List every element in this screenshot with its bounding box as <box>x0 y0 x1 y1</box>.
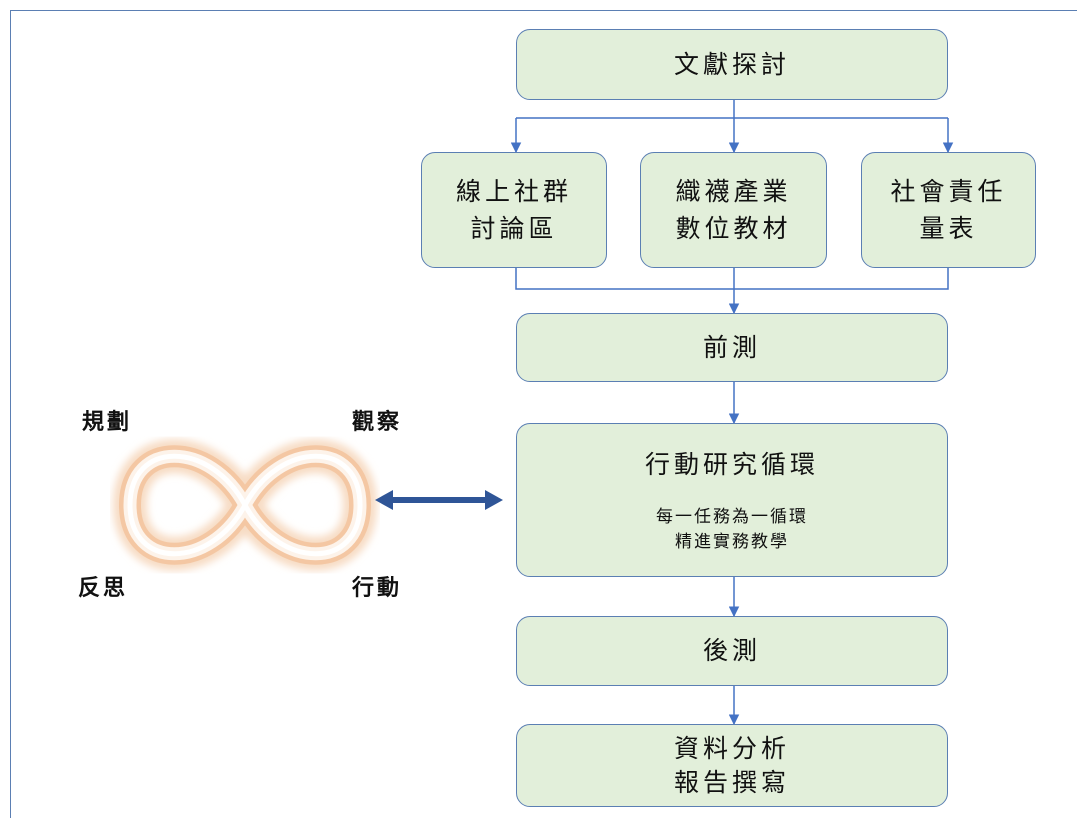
cycle-label-reflect: 反思 <box>78 576 129 601</box>
action-research-cycle-box: 行動研究循環 每一任務為一循環 精進實務教學 <box>516 423 948 577</box>
cycle-note-line-1: 每一任務為一循環 <box>656 507 808 528</box>
double-arrow-icon <box>375 490 503 510</box>
diagram-frame <box>10 10 1077 818</box>
analysis-line-1: 資料分析 <box>673 733 790 763</box>
analysis-line-2: 報告撰寫 <box>673 767 790 797</box>
branch-1-line-2: 討論區 <box>470 214 558 243</box>
branch-box-3: 社會責任 量表 <box>861 152 1036 268</box>
cycle-label-observe: 觀察 <box>352 410 403 435</box>
branch-3-line-2: 量表 <box>919 214 978 243</box>
lit-review-box: 文獻探討 <box>516 29 948 100</box>
cycle-label-plan: 規劃 <box>82 410 133 435</box>
cycle-title: 行動研究循環 <box>644 449 819 479</box>
pretest-box: 前測 <box>516 313 948 382</box>
infinity-loop-icon <box>112 439 378 571</box>
analysis-box: 資料分析 報告撰寫 <box>516 724 948 807</box>
posttest-box: 後測 <box>516 616 948 686</box>
branch-2-line-2: 數位教材 <box>675 214 792 243</box>
branch-2-line-1: 織襪產業 <box>675 176 792 206</box>
branch-1-line-1: 線上社群 <box>455 176 572 206</box>
branch-3-line-1: 社會責任 <box>890 176 1007 206</box>
branch-box-2: 織襪產業 數位教材 <box>640 152 827 268</box>
posttest-label: 後測 <box>702 636 761 666</box>
cycle-label-act: 行動 <box>352 576 403 601</box>
branch-merge-line <box>515 268 949 290</box>
pretest-label: 前測 <box>702 332 761 362</box>
branch-box-1: 線上社群 討論區 <box>421 152 607 268</box>
cycle-note-line-2: 精進實務教學 <box>675 531 789 552</box>
lit-review-label: 文獻探討 <box>673 49 790 79</box>
